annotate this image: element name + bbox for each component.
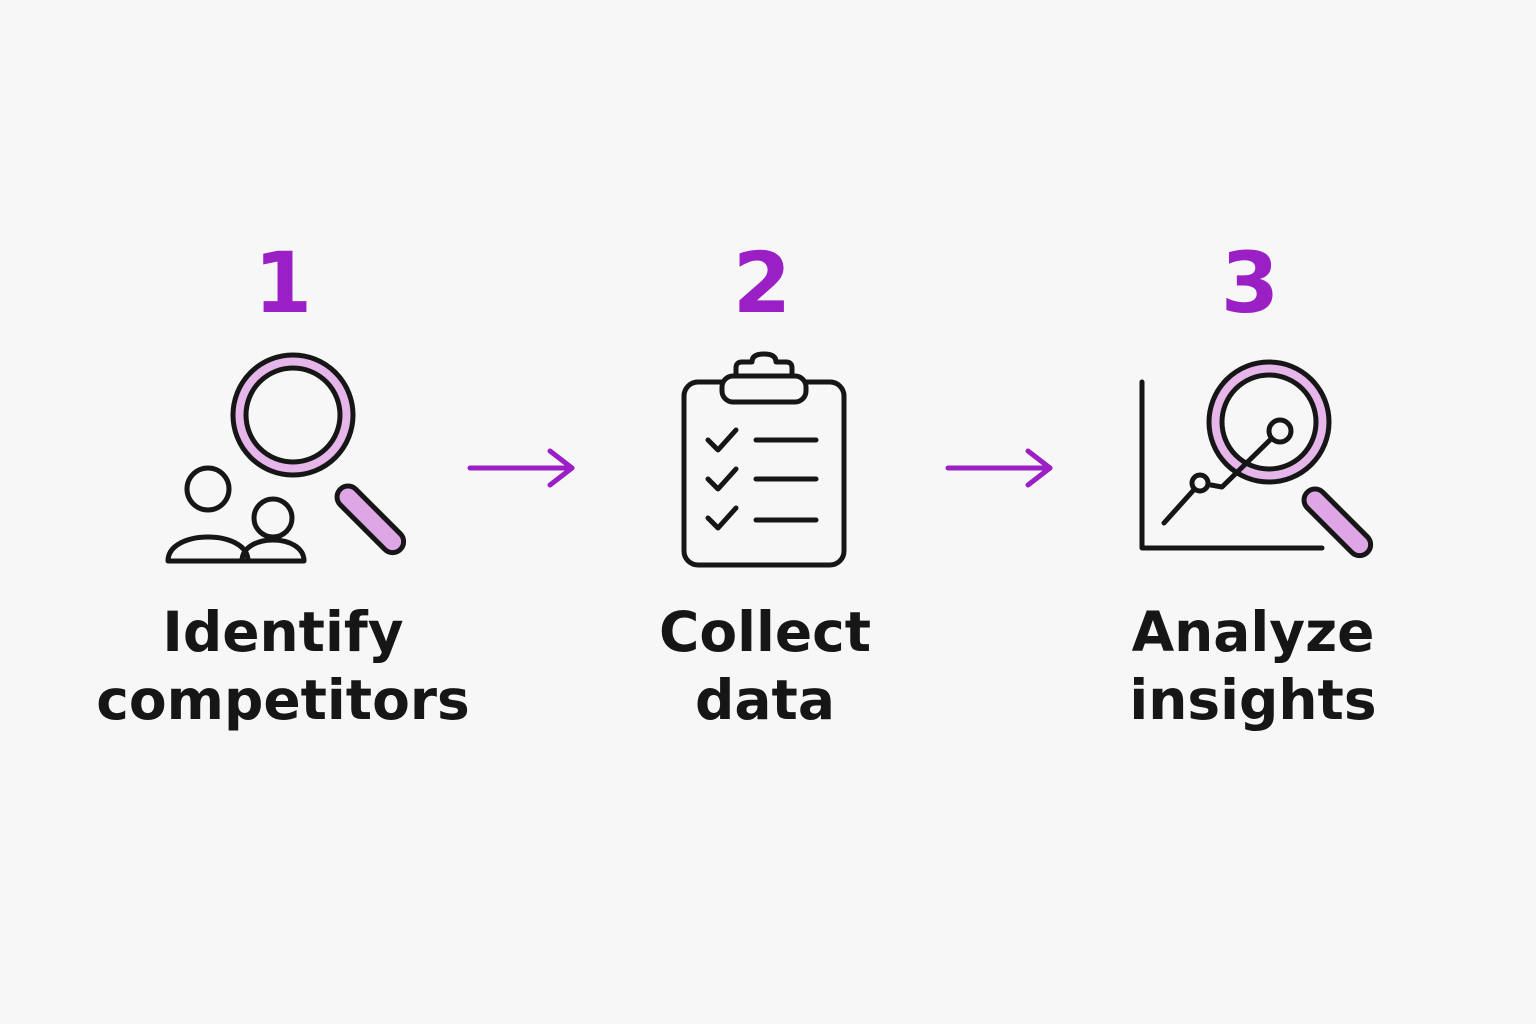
person-head-icon (184, 465, 232, 513)
step-3-number: 3 (1220, 234, 1280, 332)
step-3-label: Analyze insights (1043, 598, 1463, 734)
step-3-label-line1: Analyze (1131, 600, 1375, 664)
step-2-label-line1: Collect (658, 600, 872, 664)
person-body-icon (239, 537, 307, 564)
step-2-label-line2: data (695, 668, 835, 732)
clipboard-board-icon (681, 379, 847, 568)
person-body-icon (165, 534, 251, 564)
data-point-icon (1266, 417, 1294, 445)
step-2-label: Collect data (555, 598, 975, 734)
trend-line-icon (1161, 435, 1275, 526)
step-1-label-line2: competitors (96, 668, 470, 732)
step-1-number: 1 (253, 234, 313, 332)
step-1-label-line1: Identify (162, 600, 404, 664)
step-2-number: 2 (732, 234, 792, 332)
chart-axes-icon (1139, 379, 1325, 551)
check-icon (705, 427, 739, 453)
clipboard-checklist-icon (681, 351, 847, 568)
arrow-right-icon (945, 448, 1053, 488)
clipboard-clip-icon (719, 373, 809, 405)
data-point-icon (1189, 472, 1211, 494)
step-3-label-line2: insights (1129, 668, 1377, 732)
step-1-label: Identify competitors (73, 598, 493, 734)
magnifier-people-icon (165, 352, 407, 564)
person-head-icon (251, 496, 295, 540)
chart-magnifier-icon (1139, 359, 1374, 559)
magnifier-handle-icon (334, 483, 407, 556)
arrow-right-icon (467, 448, 575, 488)
magnifier-handle-icon (1301, 486, 1374, 559)
check-icon (705, 466, 739, 492)
check-icon (705, 505, 739, 531)
